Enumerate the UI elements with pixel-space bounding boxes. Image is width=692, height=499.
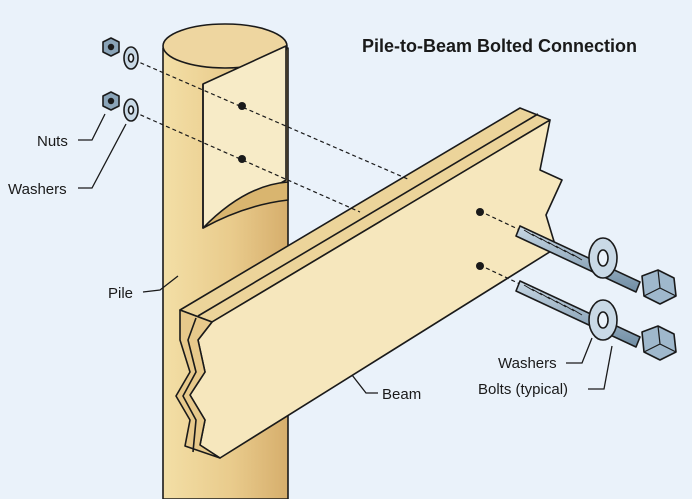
label-bolts: Bolts (typical) <box>478 381 568 398</box>
nut-lower <box>102 91 120 111</box>
washer-lower <box>123 98 139 122</box>
label-nuts: Nuts <box>37 133 68 150</box>
beam-hole-lower <box>476 262 484 270</box>
label-washers-right: Washers <box>498 355 557 372</box>
beam-hole-upper <box>476 208 484 216</box>
label-pile: Pile <box>108 285 133 302</box>
nut-upper <box>102 37 120 57</box>
nuts-and-washers-left <box>102 37 139 122</box>
beam <box>175 107 563 459</box>
alignment-lines <box>133 59 521 285</box>
leader-lines <box>78 113 613 394</box>
diagram-title: Pile-to-Beam Bolted Connection <box>362 36 637 56</box>
washer-upper <box>123 46 139 70</box>
bolt-lower <box>515 280 677 361</box>
label-beam: Beam <box>382 386 421 403</box>
label-washers-left: Washers <box>8 181 67 198</box>
bolt-upper <box>515 225 677 305</box>
